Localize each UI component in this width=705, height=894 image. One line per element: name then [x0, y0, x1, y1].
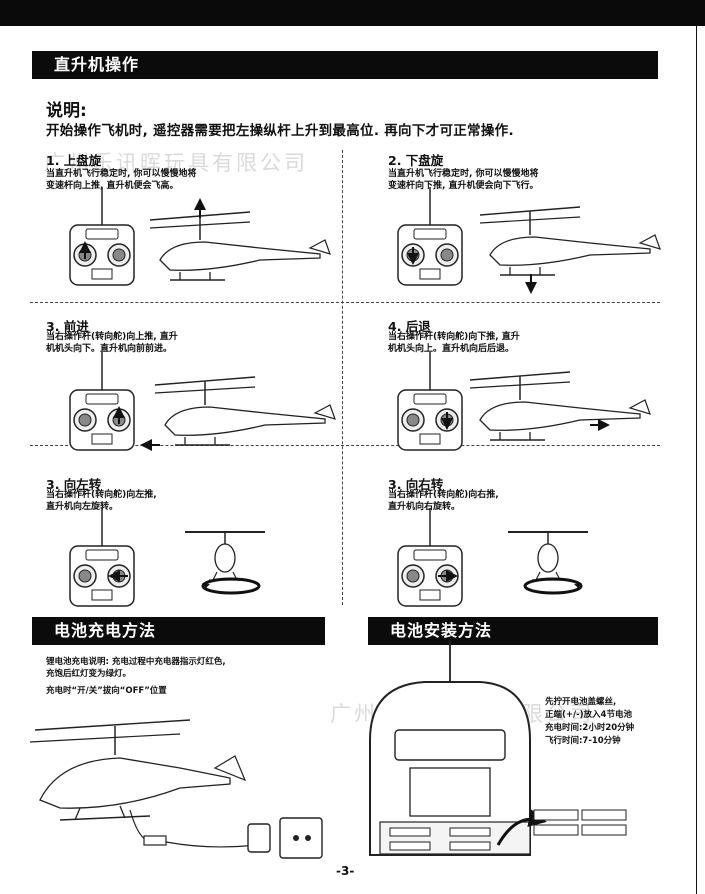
install-note-4: 飞行时间:7-10分钟: [545, 736, 621, 746]
op-desc-backward: 当右操作杆(转向舵)向下推, 直升 机机头向上。直升机向后后退。: [388, 332, 520, 354]
note-title: 说明:: [46, 101, 87, 121]
battery-install-illustration: [369, 640, 627, 856]
arrow-down-icon: [525, 274, 537, 294]
op-desc-ascend: 当直升机飞行稳定时, 你可以慢慢地将 变速杆向上推, 直升机便会飞高。: [46, 169, 197, 191]
charging-note-1: 锂电池充电说明: 充电过程中充电器指示灯红色,: [46, 657, 226, 667]
page-number: -3-: [336, 864, 355, 878]
section-header-battery-install: 电池安装方法: [368, 617, 658, 645]
op-desc-forward: 当右操作杆(转向舵)向上推, 直升 机机头向下。直升机向前前进。: [46, 332, 178, 354]
remote-controller-icon: [397, 507, 463, 607]
install-note-2: 正端(+/-)放入4节电池: [545, 710, 632, 720]
arrow-left-icon: [140, 439, 160, 451]
arrow-up-icon: [194, 198, 206, 218]
helicopter-icon: [149, 211, 331, 281]
op-desc-descend: 当直升机飞行稳定时, 你可以慢慢地将 变速杆向下推, 直升机便会向下飞行。: [388, 169, 539, 191]
arrow-right-icon: [590, 419, 610, 431]
helicopter-icon: [154, 376, 336, 446]
charging-note-3: 充电时“开/关”拔向“OFF”位置: [46, 686, 167, 696]
rotate-left-icon: [201, 577, 261, 595]
grid-divider-row1: [30, 302, 660, 303]
note-body: 开始操作飞机时, 遥控器需要把左操纵杆上升到最高位. 再向下才可正常操作.: [46, 123, 514, 139]
op-title-forward: 3. 前进: [46, 319, 89, 334]
remote-controller-icon: [397, 351, 463, 451]
rotate-right-icon: [523, 577, 583, 595]
op-title-backward: 4. 后退: [388, 319, 431, 334]
charging-helicopter-illustration: [29, 719, 323, 859]
charging-note-2: 充饱后红灯变为绿灯。: [46, 669, 132, 679]
remote-controller-icon: [69, 186, 135, 286]
install-note-1: 先拧开电池盖螺丝,: [545, 697, 617, 707]
top-bar: [0, 0, 705, 26]
remote-controller-icon: [397, 186, 463, 286]
op-desc-turn-right: 当右操作杆(转向舵)向右推, 直升机向右旋转。: [388, 490, 499, 512]
op-desc-turn-left: 当右操作杆(转向舵)向左推, 直升机向左旋转。: [46, 490, 157, 512]
grid-divider-row2: [30, 445, 660, 446]
remote-controller-icon: [69, 507, 135, 607]
remote-controller-icon: [69, 351, 135, 451]
op-title-turn-left: 3. 向左转: [46, 477, 102, 492]
op-title-descend: 2. 下盘旋: [388, 153, 444, 168]
helicopter-icon: [469, 371, 651, 441]
section-header-battery-charging: 电池充电方法: [32, 617, 325, 645]
watermark: 广州乐讯晖玩具有限公司: [44, 151, 308, 175]
grid-divider-vertical: [342, 150, 343, 605]
op-title-turn-right: 3. 向右转: [388, 477, 444, 492]
op-title-ascend: 1. 上盘旋: [46, 153, 102, 168]
section-header-helicopter-ops: 直升机操作: [32, 51, 658, 79]
right-border-line: [696, 26, 697, 894]
helicopter-icon: [479, 206, 661, 276]
install-note-3: 充电时间:2小时20分钟: [545, 723, 635, 733]
